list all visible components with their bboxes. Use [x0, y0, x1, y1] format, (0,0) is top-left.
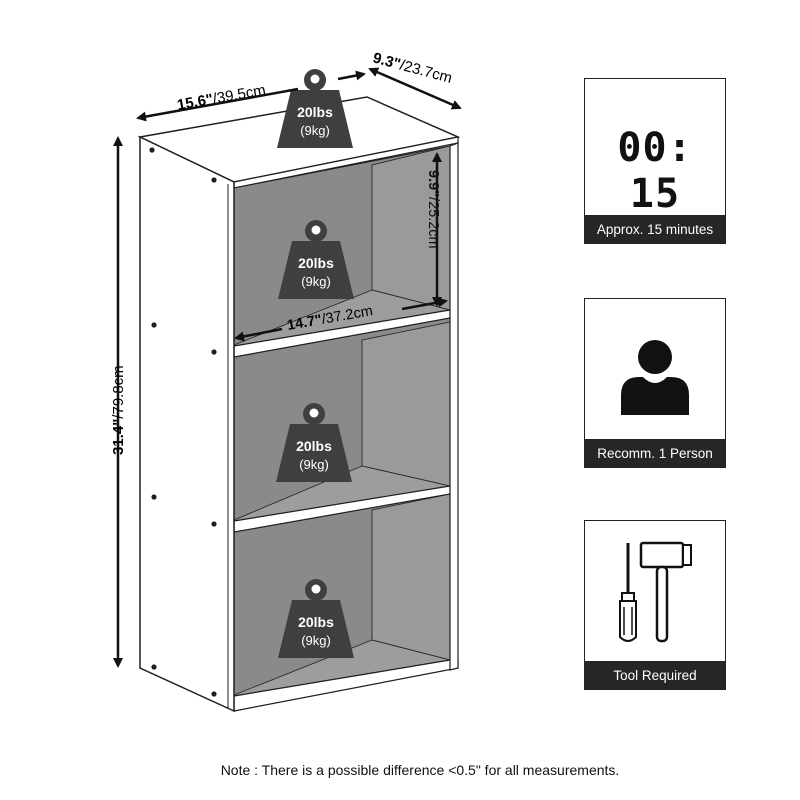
- screwdriver-icon: [619, 543, 637, 642]
- tools-panel: Tool Required: [584, 520, 726, 690]
- assembly-people-caption: Recomm. 1 Person: [585, 439, 725, 467]
- weight-capacity-icon: 20lbs (9kg): [276, 403, 352, 482]
- weight-lbs-label: 20lbs: [298, 614, 334, 630]
- tools-icon: [619, 541, 692, 643]
- width-label: 15.6"/39.5cm: [176, 82, 267, 114]
- interior-right-wall: [361, 321, 451, 487]
- tools-caption: Tool Required: [585, 661, 725, 689]
- weight-lbs-label: 20lbs: [296, 438, 332, 454]
- weight-capacity-icon: 20lbs (9kg): [277, 69, 353, 148]
- weight-kg-label: (9kg): [301, 633, 331, 648]
- weight-lbs-label: 20lbs: [298, 255, 334, 271]
- measurement-note: Note : There is a possible difference <0…: [220, 762, 620, 778]
- cabinet-left-side: [139, 135, 235, 713]
- hammer-icon: [639, 541, 692, 643]
- shelf-height-label: 9.9"/25.2cm: [425, 170, 441, 249]
- depth-dimension-line: [368, 67, 462, 110]
- depth-label: 9.3"/23.7cm: [371, 49, 454, 86]
- weight-kg-label: (9kg): [301, 274, 331, 289]
- weight-capacity-icon: 20lbs (9kg): [278, 220, 354, 299]
- person-icon: [621, 340, 689, 415]
- assembly-people-panel: Recomm. 1 Person: [584, 298, 726, 468]
- stopwatch-icon: 00: 15: [617, 125, 693, 217]
- assembly-time-caption: Approx. 15 minutes: [585, 215, 725, 243]
- side-holes: [149, 147, 217, 697]
- width-dimension-line: [136, 87, 299, 122]
- weight-lbs-label: 20lbs: [297, 104, 333, 120]
- weight-kg-label: (9kg): [299, 457, 329, 472]
- interior-right-wall: [371, 493, 451, 661]
- inner-width-dimension-line: [234, 327, 283, 342]
- weight-capacity-icon: 20lbs (9kg): [278, 579, 354, 658]
- cabinet-right-edge: [449, 142, 459, 671]
- weight-kg-label: (9kg): [300, 123, 330, 138]
- assembly-time-panel: 00: 15 Approx. 15 minutes: [584, 78, 726, 244]
- height-label: 31.4"/79.8cm: [110, 365, 127, 455]
